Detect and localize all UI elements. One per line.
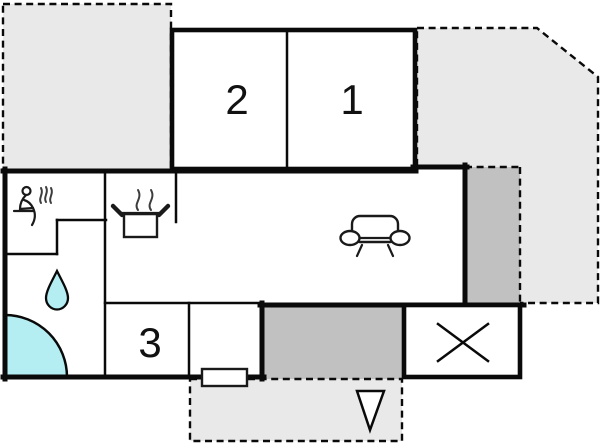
sofa-icon [339, 214, 411, 258]
sauna-icon [12, 185, 53, 227]
entrance-triangle-icon [355, 389, 386, 434]
cross-marker-icon [436, 322, 490, 363]
water-drop-icon [44, 268, 70, 311]
shower-corner-icon [3, 313, 69, 379]
bedroom-2-label: 2 [225, 76, 248, 123]
bathroom-fixtures [3, 268, 70, 379]
room-3-label: 3 [138, 319, 161, 366]
walls [0, 27, 527, 382]
window-marker [200, 367, 249, 388]
covered-area-bottom [262, 303, 402, 379]
markers [200, 322, 490, 434]
bedroom-block-outline [169, 27, 418, 172]
stove-pot-icon [110, 189, 171, 239]
terrace-top-left [1, 2, 173, 173]
room-labels: 1 2 3 [138, 76, 363, 366]
bedroom-1-label: 1 [340, 76, 363, 123]
covered-area-right [467, 167, 520, 303]
